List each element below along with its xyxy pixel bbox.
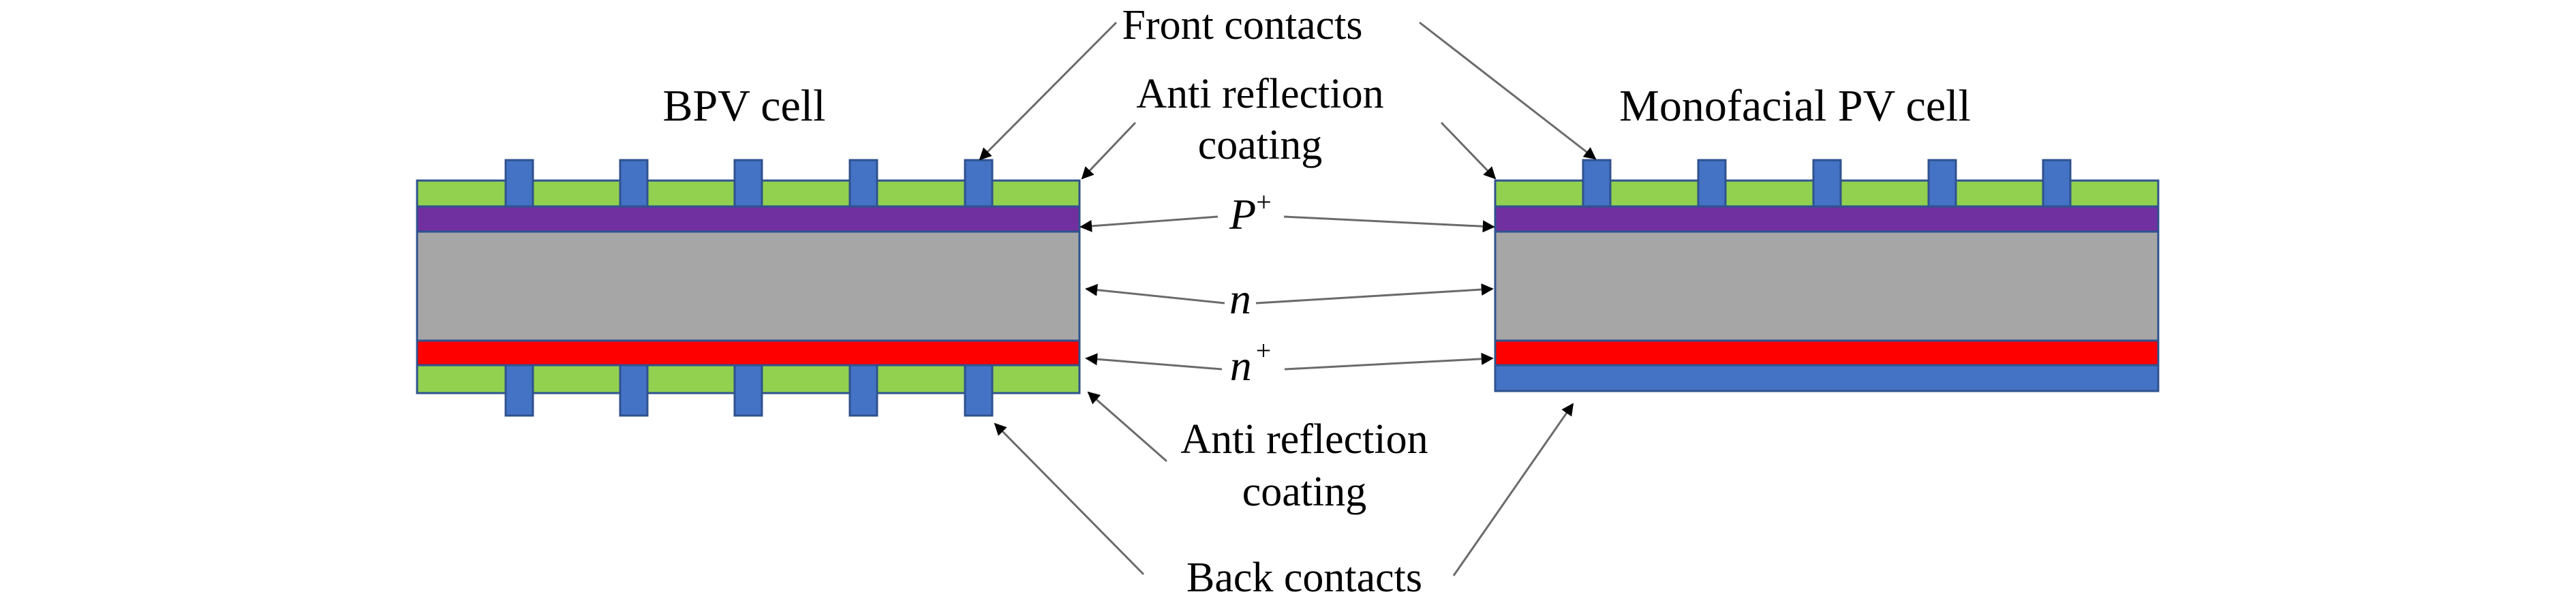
p-plus-label: P+ xyxy=(1229,187,1272,238)
bpv-cell: BPV cell xyxy=(416,81,1081,417)
mono-front-contact xyxy=(1812,159,1842,208)
bpv-n-layer xyxy=(416,230,1081,342)
front-contacts-arrow-left xyxy=(979,21,1118,161)
top-arc-arrow-left xyxy=(1081,121,1137,180)
bpv-back-contacts xyxy=(504,364,994,417)
n-plus-superscript: + xyxy=(1256,335,1272,366)
n-plus-arrow-left xyxy=(1085,353,1223,371)
bpv-back-contact xyxy=(504,364,534,417)
top-arc-label-line2: coating xyxy=(1198,122,1323,168)
bpv-front-contact xyxy=(964,159,994,208)
bpv-front-contacts xyxy=(504,159,994,208)
n-arrow-right xyxy=(1255,283,1494,305)
callout-arrows xyxy=(979,21,1597,576)
mono-back-contact-layer xyxy=(1494,364,2160,392)
bpv-back-contact xyxy=(733,364,763,417)
bottom-arc-label-line1: Anti reflection xyxy=(1180,416,1428,463)
callout-labels: Front contacts Anti reflection coating P… xyxy=(1122,2,1428,601)
n-plus-base: n xyxy=(1230,341,1252,390)
mono-front-contact xyxy=(1927,159,1957,208)
mono-front-contact xyxy=(1582,159,1612,208)
front-contacts-label: Front contacts xyxy=(1122,2,1363,48)
bpv-back-contact xyxy=(964,364,994,417)
n-label: n xyxy=(1229,275,1251,323)
bpv-front-contact xyxy=(733,159,763,208)
p-plus-superscript: + xyxy=(1256,187,1272,217)
p-plus-arrow-right xyxy=(1283,215,1495,233)
back-contacts-arrow-right xyxy=(1452,403,1574,576)
bpv-back-contact xyxy=(848,364,878,417)
bpv-back-contact xyxy=(619,364,649,417)
mono-front-contact xyxy=(2042,159,2072,208)
mono-front-contact xyxy=(1697,159,1727,208)
top-arc-label-line1: Anti reflection xyxy=(1136,71,1383,117)
bottom-arc-label-line2: coating xyxy=(1242,469,1367,515)
bpv-n-plus-layer xyxy=(416,339,1081,367)
bottom-arc-arrow xyxy=(1087,391,1167,463)
monofacial-cell: Monofacial PV cell xyxy=(1494,81,2160,392)
n-plus-label: n+ xyxy=(1230,335,1272,390)
p-plus-base: P xyxy=(1229,190,1256,238)
monofacial-cell-title: Monofacial PV cell xyxy=(1619,81,1971,131)
back-contacts-label: Back contacts xyxy=(1186,555,1422,601)
top-arc-arrow-right xyxy=(1440,121,1497,180)
back-contacts-arrow-left xyxy=(994,422,1145,576)
front-contacts-arrow-right xyxy=(1419,21,1597,160)
p-plus-arrow-left xyxy=(1079,215,1218,232)
bpv-p-plus-layer xyxy=(416,205,1081,233)
bpv-front-contact xyxy=(848,159,878,208)
mono-p-plus-layer xyxy=(1494,205,2160,233)
n-plus-arrow-right xyxy=(1284,352,1494,371)
bpv-cell-title: BPV cell xyxy=(663,81,826,131)
mono-front-contacts xyxy=(1582,159,2072,208)
bpv-front-contact xyxy=(504,159,534,208)
mono-n-layer xyxy=(1494,230,2160,342)
n-arrow-left xyxy=(1085,283,1225,305)
mono-n-plus-layer xyxy=(1494,339,2160,367)
bpv-front-contact xyxy=(619,159,649,208)
